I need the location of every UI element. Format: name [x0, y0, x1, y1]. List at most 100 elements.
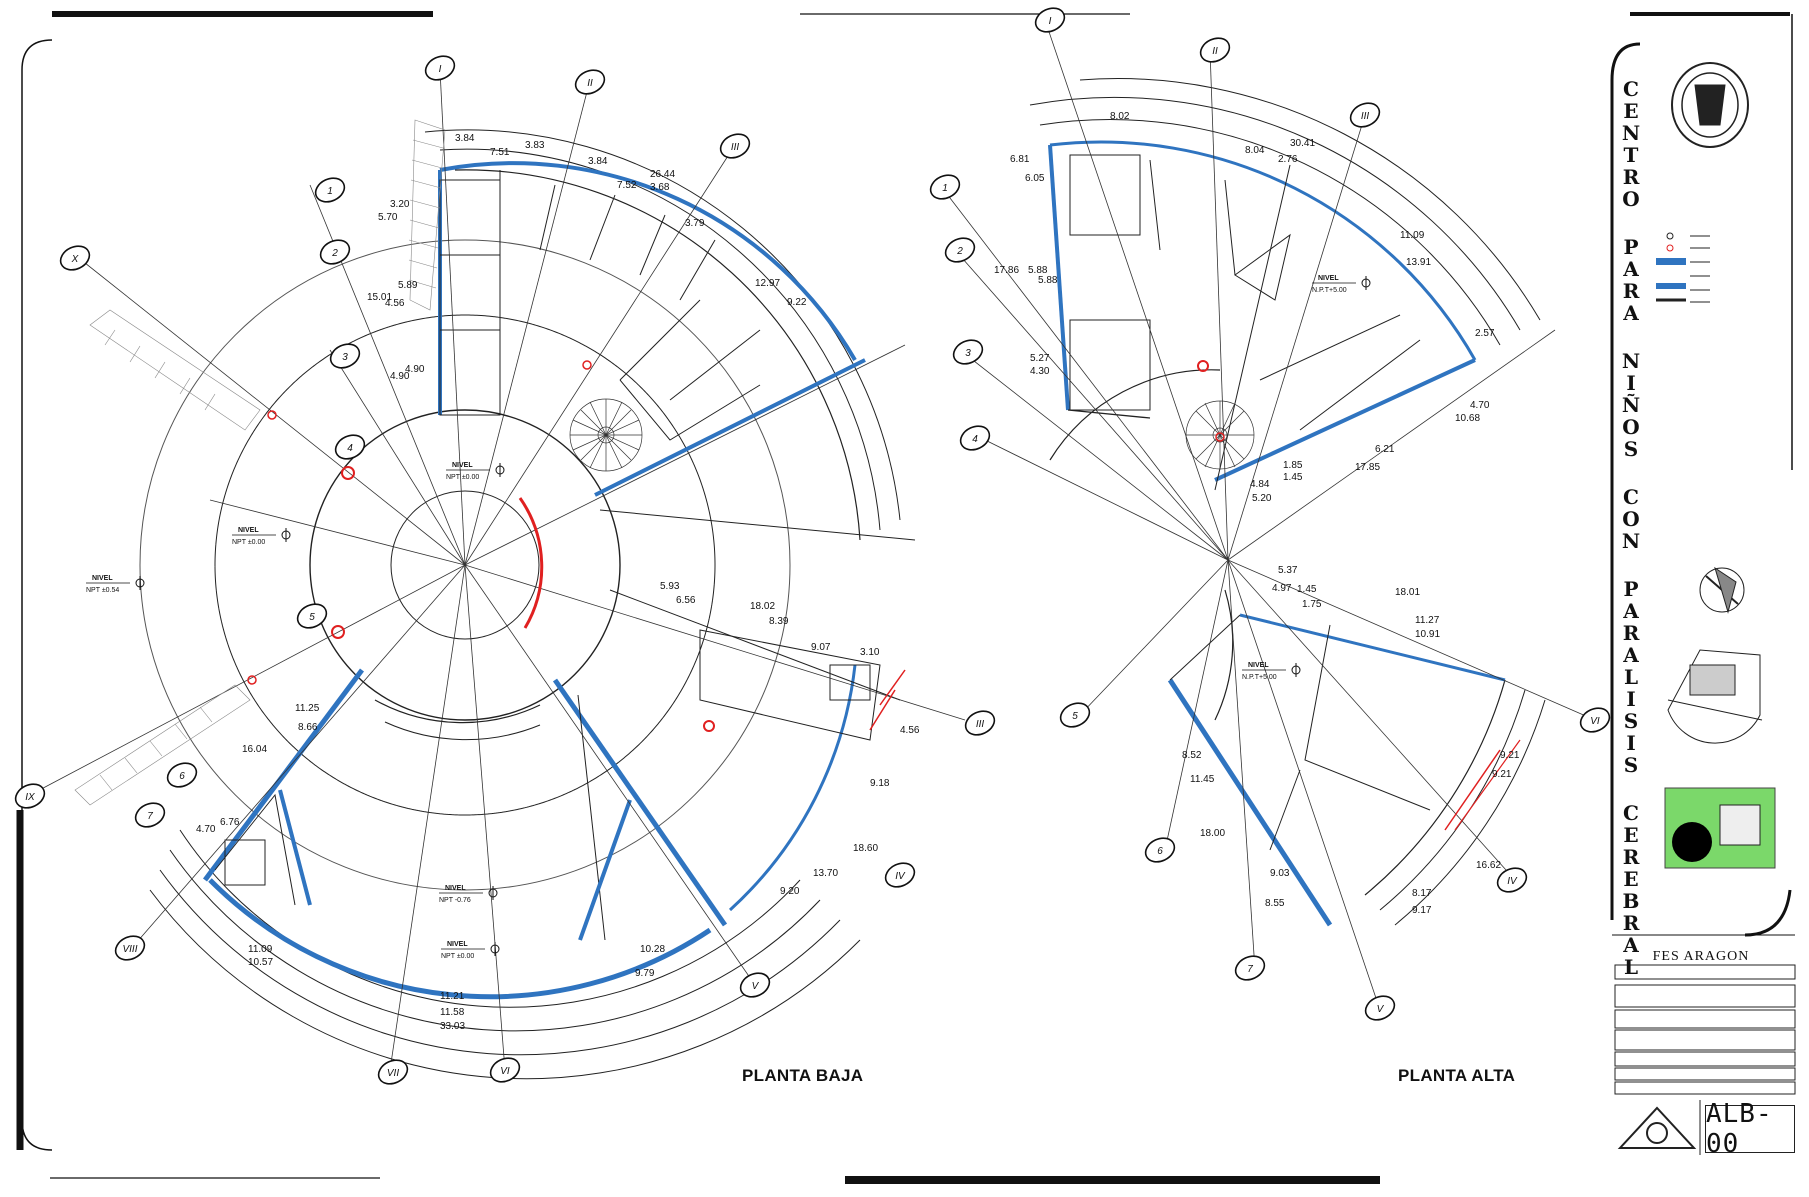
dimension-label: 5.37	[1278, 565, 1298, 576]
sheet-border	[16, 11, 1795, 1184]
project-title-letter: S	[1623, 753, 1639, 777]
dimension-label: 10.91	[1415, 629, 1440, 640]
legend-symbols	[1656, 232, 1710, 303]
axis-bubble: I	[1034, 7, 1066, 33]
level-label: NIVEL	[92, 575, 113, 582]
dimension-label: 8.04	[1245, 145, 1265, 156]
axis-label: V	[1377, 1004, 1385, 1015]
dimension-label: 18.60	[853, 843, 878, 854]
level-value: N.P.T+5.00	[1242, 674, 1277, 681]
dimension-label: 11.58	[440, 1007, 465, 1018]
project-title-letter: N	[1621, 349, 1641, 373]
axis-label: VI	[500, 1066, 510, 1077]
dimension-label: 8.39	[769, 616, 789, 627]
project-title-letter: A	[1623, 257, 1639, 281]
dimension-label: 8.17	[1412, 888, 1432, 899]
axis-label: 2	[331, 248, 338, 259]
dimension-label: 9.22	[787, 297, 807, 308]
dimension-label: 4.56	[385, 298, 405, 309]
dimension-label: 4.84	[1250, 479, 1270, 490]
level-value: NPT ±0.00	[232, 539, 265, 546]
axis-bubble: II	[574, 69, 606, 95]
dimension-label: 9.17	[1412, 905, 1432, 916]
project-title-letter: C	[1623, 77, 1639, 101]
project-title-letter: A	[1623, 933, 1639, 957]
dimension-label: 16.04	[242, 744, 267, 755]
dimension-label: 2.57	[1475, 328, 1495, 339]
project-title-letter: S	[1623, 437, 1639, 461]
axis-label: VIII	[122, 944, 137, 955]
dimension-label: 11.09	[1400, 230, 1425, 241]
dimension-label: 9.21	[1492, 769, 1512, 780]
project-title-letter: R	[1622, 165, 1640, 189]
axis-label: I	[1049, 16, 1052, 27]
axis-label: 2	[956, 246, 963, 257]
project-title-letter: R	[1622, 279, 1640, 303]
axis-bubble: IV	[884, 862, 916, 888]
axis-bubble: VI	[489, 1057, 521, 1083]
project-title-letter: S	[1623, 709, 1639, 733]
dimension-label: 10.57	[248, 957, 273, 968]
dimension-label: 3.84	[455, 133, 475, 144]
project-title-letter: O	[1622, 507, 1640, 531]
dimension-label: 9.03	[1270, 868, 1290, 879]
project-title-letter: C	[1623, 801, 1639, 825]
project-title-letter: P	[1623, 235, 1639, 259]
dimension-label: 5.70	[378, 212, 398, 223]
dimension-label: 1.85	[1283, 460, 1303, 471]
dimension-label: 10.68	[1455, 413, 1480, 424]
level-mark: NIVEL N.P.T+5.00	[1242, 662, 1301, 681]
axis-bubble: 7	[134, 802, 166, 828]
axis-bubble: V	[739, 972, 771, 998]
axis-label: 7	[1247, 964, 1253, 975]
project-title-letter: E	[1623, 867, 1639, 891]
axis-label: 1	[327, 186, 333, 197]
dimension-label: 9.07	[811, 642, 831, 653]
dimension-label: 4.70	[1470, 400, 1490, 411]
level-label: NIVEL	[1248, 662, 1269, 669]
site-plan-thumbnail	[1664, 787, 1776, 869]
dimension-label: 6.21	[1375, 444, 1395, 455]
dimension-label: 9.79	[635, 968, 655, 979]
project-title-letter: I	[1626, 371, 1636, 395]
dimension-label: 1.45	[1297, 584, 1317, 595]
axis-label: III	[1361, 111, 1370, 122]
project-title-letter: I	[1626, 687, 1636, 711]
ground-floor-plan	[29, 69, 966, 1080]
project-title-letter: E	[1623, 823, 1639, 847]
axis-bubble: 7	[1234, 955, 1266, 981]
axis-bubble: 1	[929, 174, 961, 200]
dimension-label: 17.85	[1355, 462, 1380, 473]
axis-label: 6	[1157, 846, 1163, 857]
project-title-letter: B	[1622, 889, 1640, 913]
dimension-label: 4.90	[390, 371, 410, 382]
project-title-letter: A	[1623, 301, 1639, 325]
dimension-label: 11.45	[1190, 774, 1215, 785]
axis-bubble: 4	[334, 434, 366, 460]
dimension-label: 3.84	[588, 156, 608, 167]
dimension-label: 3.83	[525, 140, 545, 151]
university-seal-icon	[1671, 62, 1749, 148]
dimension-label: 7.51	[490, 147, 510, 158]
project-title-letter: O	[1622, 187, 1640, 211]
axis-bubble: V	[1364, 995, 1396, 1021]
dimension-label: 11.21	[440, 991, 465, 1002]
axis-bubble: IX	[14, 783, 46, 809]
axis-bubble: 3	[329, 343, 361, 369]
level-label: NIVEL	[452, 462, 473, 469]
dimension-label: 12.97	[755, 278, 780, 289]
project-title-letter: A	[1623, 643, 1639, 667]
axis-bubble: III	[1349, 102, 1381, 128]
axis-label: III	[731, 142, 740, 153]
project-title-letter: O	[1622, 415, 1640, 439]
dimension-label: 8.66	[298, 722, 318, 733]
